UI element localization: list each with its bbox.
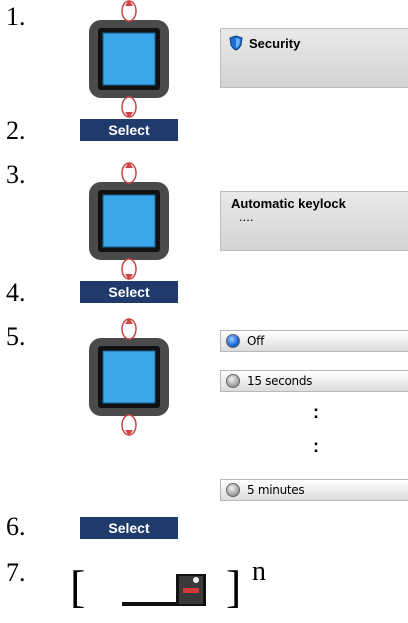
scroll-key-icon — [89, 162, 169, 280]
bracket-close: ] — [226, 561, 242, 612]
option-row-5-minutes[interactable]: 5 minutes — [220, 479, 408, 501]
repeat-exponent: n — [252, 556, 266, 587]
step-number-4: 4. — [6, 278, 26, 307]
scroll-key-icon — [89, 0, 169, 118]
select-button[interactable]: Select — [80, 281, 178, 303]
bracket-open: [ — [70, 561, 86, 612]
radio-selected-icon — [226, 334, 240, 348]
keylock-screen: Automatic keylock .... — [220, 191, 408, 251]
radio-unselected-icon — [226, 374, 240, 388]
step-number-5: 5. — [6, 322, 26, 351]
shield-icon — [229, 35, 243, 51]
screen-value: .... — [239, 209, 254, 224]
select-button[interactable]: Select — [80, 517, 178, 539]
security-screen: Security — [220, 28, 408, 88]
step-number-6: 6. — [6, 512, 26, 541]
option-label: Off — [247, 334, 264, 348]
select-button[interactable]: Select — [80, 119, 178, 141]
ellipsis-mark: : — [313, 436, 319, 456]
radio-unselected-icon — [226, 483, 240, 497]
option-label: 15 seconds — [247, 374, 313, 388]
option-row-15-seconds[interactable]: 15 seconds — [220, 370, 408, 392]
option-row-off[interactable]: Off — [220, 330, 408, 352]
screen-title: Security — [249, 36, 301, 51]
option-label: 5 minutes — [247, 483, 305, 497]
ellipsis-mark: : — [313, 402, 319, 422]
step-number-7: 7. — [6, 558, 26, 587]
scroll-key-icon — [89, 318, 169, 436]
step-number-3: 3. — [6, 160, 26, 189]
screen-title: Automatic keylock — [231, 196, 346, 211]
step-number-2: 2. — [6, 116, 26, 145]
step-number-1: 1. — [6, 2, 26, 31]
end-key-icon — [122, 574, 206, 606]
